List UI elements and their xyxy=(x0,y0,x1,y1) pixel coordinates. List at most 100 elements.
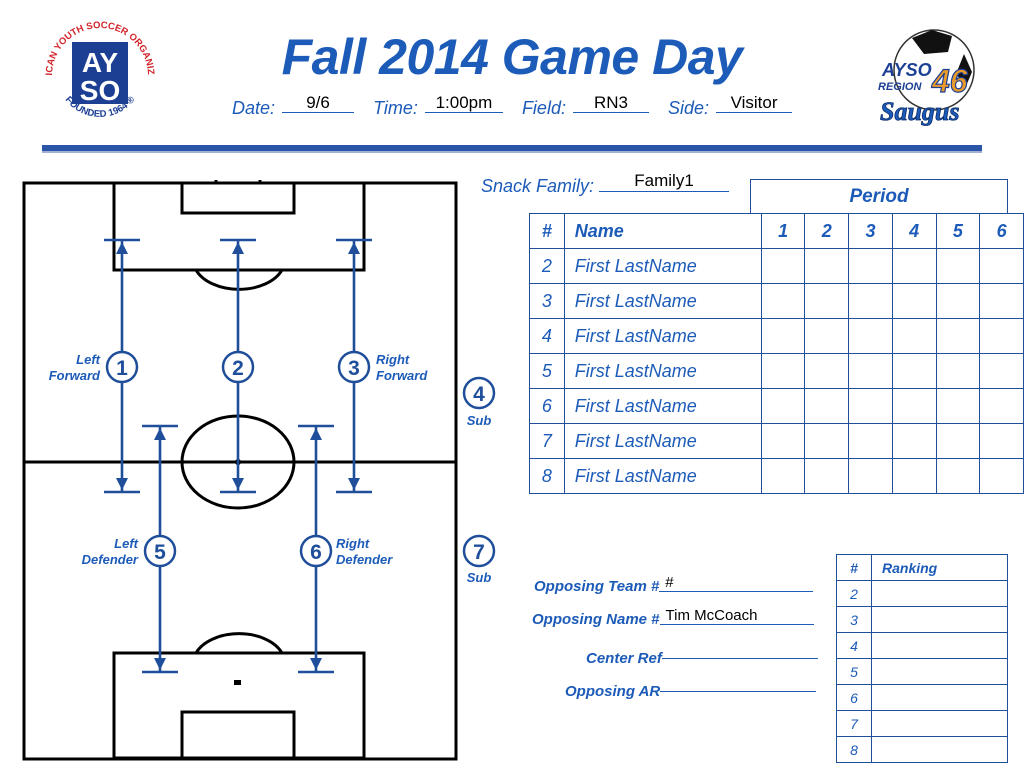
period-cell[interactable] xyxy=(891,353,937,389)
opposing-team-label: Opposing Team # xyxy=(534,578,660,595)
period-cell[interactable] xyxy=(848,388,893,424)
ranking-cell[interactable] xyxy=(871,710,1008,737)
snack-family-field[interactable]: Family1 xyxy=(599,171,730,192)
period-cell[interactable] xyxy=(891,248,937,284)
position-4-marker: 4 xyxy=(462,376,496,410)
position-3-label-line2: Forward xyxy=(376,368,428,383)
region-number: 46 xyxy=(931,63,968,99)
ranking-cell[interactable] xyxy=(871,632,1008,659)
period-cell[interactable] xyxy=(848,248,893,284)
period-cell[interactable] xyxy=(935,248,981,284)
period-cell[interactable] xyxy=(760,388,806,424)
player-name[interactable]: First LastName xyxy=(563,318,762,354)
side-field[interactable]: Visitor xyxy=(716,94,793,113)
opposing-team-line: Opposing Team ## xyxy=(534,574,814,596)
roster-table: # Name 1 2 3 4 5 6 2 First LastName 3 Fi… xyxy=(529,213,1024,494)
player-name[interactable]: First LastName xyxy=(563,423,762,459)
position-7-number: 7 xyxy=(473,541,485,564)
period-cell[interactable] xyxy=(848,353,893,389)
table-row: 4 xyxy=(836,632,1008,659)
opposing-ar-field[interactable] xyxy=(660,673,817,692)
period-cell[interactable] xyxy=(760,353,806,389)
region-ayso-text: AYSO xyxy=(881,60,932,80)
opposing-name-field[interactable]: Tim McCoach xyxy=(659,607,814,625)
logo-letters-1: AY xyxy=(82,47,119,78)
player-name[interactable]: First LastName xyxy=(563,353,762,389)
ranking-cell[interactable] xyxy=(871,684,1008,711)
period-cell[interactable] xyxy=(935,318,981,354)
table-row: 5 xyxy=(836,658,1008,685)
period-cell[interactable] xyxy=(848,458,893,494)
opposing-team-field[interactable]: # xyxy=(659,574,814,592)
player-name[interactable]: First LastName xyxy=(563,458,762,494)
period-cell[interactable] xyxy=(891,458,937,494)
player-number: 6 xyxy=(529,388,565,424)
region-word: REGION xyxy=(878,81,922,93)
position-6-number: 6 xyxy=(310,541,322,564)
period-cell[interactable] xyxy=(804,353,850,389)
center-ref-label: Center Ref xyxy=(586,650,662,667)
player-number: 8 xyxy=(529,458,565,494)
period-cell[interactable] xyxy=(935,353,981,389)
ranking-number: 5 xyxy=(836,658,872,685)
ranking-header-num: # xyxy=(836,554,872,581)
player-number: 7 xyxy=(529,423,565,459)
player-name[interactable]: First LastName xyxy=(563,248,762,284)
ranking-number: 8 xyxy=(836,736,872,763)
period-cell[interactable] xyxy=(804,283,850,319)
date-field[interactable]: 9/6 xyxy=(282,94,355,113)
ranking-cell[interactable] xyxy=(871,658,1008,685)
position-1-label-line1: Left xyxy=(76,352,100,367)
period-cell[interactable] xyxy=(935,423,981,459)
field-field[interactable]: RN3 xyxy=(572,94,649,113)
period-cell[interactable] xyxy=(935,458,981,494)
period-cell[interactable] xyxy=(979,318,1024,354)
period-cell[interactable] xyxy=(935,283,981,319)
period-cell[interactable] xyxy=(848,423,893,459)
region-team: Saugus xyxy=(880,97,960,126)
period-cell[interactable] xyxy=(804,248,850,284)
period-cell[interactable] xyxy=(804,388,850,424)
period-cell[interactable] xyxy=(804,318,850,354)
period-cell[interactable] xyxy=(935,388,981,424)
period-cell[interactable] xyxy=(848,283,893,319)
position-4-number: 4 xyxy=(473,383,485,406)
period-cell[interactable] xyxy=(891,423,937,459)
ranking-table: # Ranking 2 3 4 5 6 7 8 xyxy=(836,554,1008,763)
ranking-header-row: # Ranking xyxy=(836,554,1008,581)
ranking-number: 4 xyxy=(836,632,872,659)
ranking-cell[interactable] xyxy=(871,580,1008,607)
period-cell[interactable] xyxy=(891,318,937,354)
roster-header-p2: 2 xyxy=(804,213,850,249)
period-cell[interactable] xyxy=(891,283,937,319)
period-cell[interactable] xyxy=(848,318,893,354)
player-number: 3 xyxy=(529,283,565,319)
period-cell[interactable] xyxy=(760,248,806,284)
position-5-number: 5 xyxy=(154,541,166,564)
ranking-cell[interactable] xyxy=(871,736,1008,763)
center-ref-field[interactable] xyxy=(661,640,818,659)
player-name[interactable]: First LastName xyxy=(563,388,762,424)
roster-header-row: # Name 1 2 3 4 5 6 xyxy=(529,213,1024,249)
period-cell[interactable] xyxy=(979,458,1024,494)
period-cell[interactable] xyxy=(979,283,1024,319)
roster-header-num: # xyxy=(529,213,565,249)
ranking-number: 2 xyxy=(836,580,872,607)
period-cell[interactable] xyxy=(979,388,1024,424)
time-field[interactable]: 1:00pm xyxy=(424,94,503,113)
position-2-number: 2 xyxy=(232,357,244,380)
ranking-cell[interactable] xyxy=(871,606,1008,633)
period-cell[interactable] xyxy=(760,423,806,459)
period-cell[interactable] xyxy=(760,458,806,494)
period-cell[interactable] xyxy=(760,283,806,319)
period-cell[interactable] xyxy=(979,353,1024,389)
period-cell[interactable] xyxy=(804,458,850,494)
period-cell[interactable] xyxy=(979,423,1024,459)
period-cell[interactable] xyxy=(760,318,806,354)
period-cell[interactable] xyxy=(891,388,937,424)
player-name[interactable]: First LastName xyxy=(563,283,762,319)
player-number: 5 xyxy=(529,353,565,389)
period-cell[interactable] xyxy=(804,423,850,459)
period-cell[interactable] xyxy=(979,248,1024,284)
roster-header-p1: 1 xyxy=(760,213,806,249)
